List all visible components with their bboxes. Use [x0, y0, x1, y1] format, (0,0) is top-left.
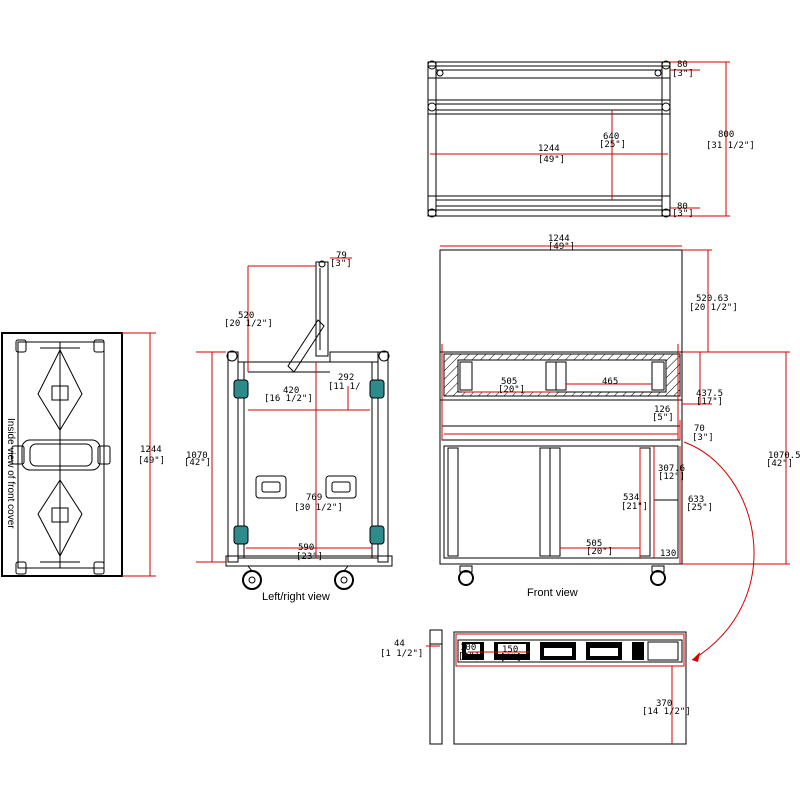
side-dim-520: 520 [238, 311, 254, 321]
front-view [439, 245, 790, 662]
side-dim-769: 769 [306, 493, 322, 503]
cover-dim-1244: 1244 [140, 445, 162, 455]
side-dim-79-inch: [3"] [330, 259, 352, 269]
inside-cover-caption: Inside view of front cover [5, 418, 16, 529]
front-dim-70: 70 [694, 424, 705, 434]
inside-cover-view [1, 332, 156, 577]
front-dim-505-bottom: 505 [586, 539, 602, 549]
drawer-dim-100: 100 [460, 643, 476, 653]
front-dim-3076-inch: [12"] [658, 472, 685, 482]
side-dim-590: 590 [298, 543, 314, 553]
front-dim-70-inch: [3"] [692, 433, 714, 443]
drawer-dim-44-inch: [1 1/2"] [380, 649, 423, 659]
side-dim-420-inch: [16 1/2"] [264, 394, 313, 404]
drawer-dim-100-inch: [4"] [458, 652, 480, 662]
drawer-dim-370: 370 [656, 699, 672, 709]
front-dim-1244: 1244 [548, 234, 570, 244]
front-dim-534: 534 [623, 493, 639, 503]
front-dim-52063-inch: [20 1/2"] [689, 303, 738, 313]
side-view-caption: Left/right view [262, 591, 330, 603]
front-dim-52063: 520.63 [696, 294, 729, 304]
side-dim-520-inch: [20 1/2"] [224, 319, 273, 329]
side-dim-769-inch: [30 1/2"] [294, 503, 343, 513]
top-view [427, 60, 730, 218]
drawer-detail [426, 629, 687, 745]
front-dim-10705-inch: [42"] [766, 459, 793, 469]
top-dim-80a-inch: [3"] [672, 69, 694, 79]
top-dim-80b: 80 [677, 202, 688, 212]
top-dim-1244: 1244 [538, 144, 560, 154]
side-dim-292-inch: [11 1/ [328, 382, 361, 392]
cover-dim-1244-inch: [49"] [138, 456, 165, 466]
top-dim-640: 640 [603, 132, 619, 142]
front-dim-3076: 307.6 [658, 464, 685, 474]
top-dim-80a: 80 [677, 60, 688, 70]
top-dim-800-inch: [31 1/2"] [706, 141, 755, 151]
front-dim-633: 633 [688, 495, 704, 505]
front-view-caption: Front view [527, 587, 578, 599]
side-dim-292: 292 [338, 373, 354, 383]
top-dim-1244-inch: [49"] [538, 155, 565, 165]
top-dim-800: 800 [718, 130, 734, 140]
front-dim-1244-inch: [49"] [548, 242, 575, 252]
drawer-dim-370-inch: [14 1/2"] [642, 707, 691, 717]
drawer-dim-44: 44 [394, 639, 405, 649]
drawer-dim-150-inch: [6"] [500, 653, 522, 663]
side-dim-420: 420 [283, 386, 299, 396]
front-dim-10705: 1070.5 [768, 451, 800, 461]
front-dim-505-top-inch: [20"] [498, 385, 525, 395]
side-dim-79: 79 [336, 251, 347, 261]
front-dim-4375-inch: [17"] [696, 397, 723, 407]
drawer-dim-150: 150 [502, 645, 518, 655]
front-dim-126: 126 [654, 405, 670, 415]
side-dim-590-inch: [23"] [296, 552, 323, 562]
front-dim-505-top: 505 [501, 377, 517, 387]
front-dim-4375: 437.5 [696, 389, 723, 399]
top-dim-640-inch: [25"] [599, 140, 626, 150]
front-dim-130: 130 [660, 549, 676, 559]
top-dim-80b-inch: [3"] [672, 209, 694, 219]
front-dim-465: 465 [602, 377, 618, 387]
side-dim-1070-inch: [42"] [184, 458, 211, 468]
front-dim-505-bottom-inch: [20"] [586, 547, 613, 557]
front-dim-534-inch: [21"] [621, 502, 648, 512]
front-dim-126-inch: [5"] [652, 413, 674, 423]
side-dim-1070: 1070 [186, 451, 208, 461]
front-dim-633-inch: [25"] [686, 503, 713, 513]
side-view [196, 257, 393, 590]
